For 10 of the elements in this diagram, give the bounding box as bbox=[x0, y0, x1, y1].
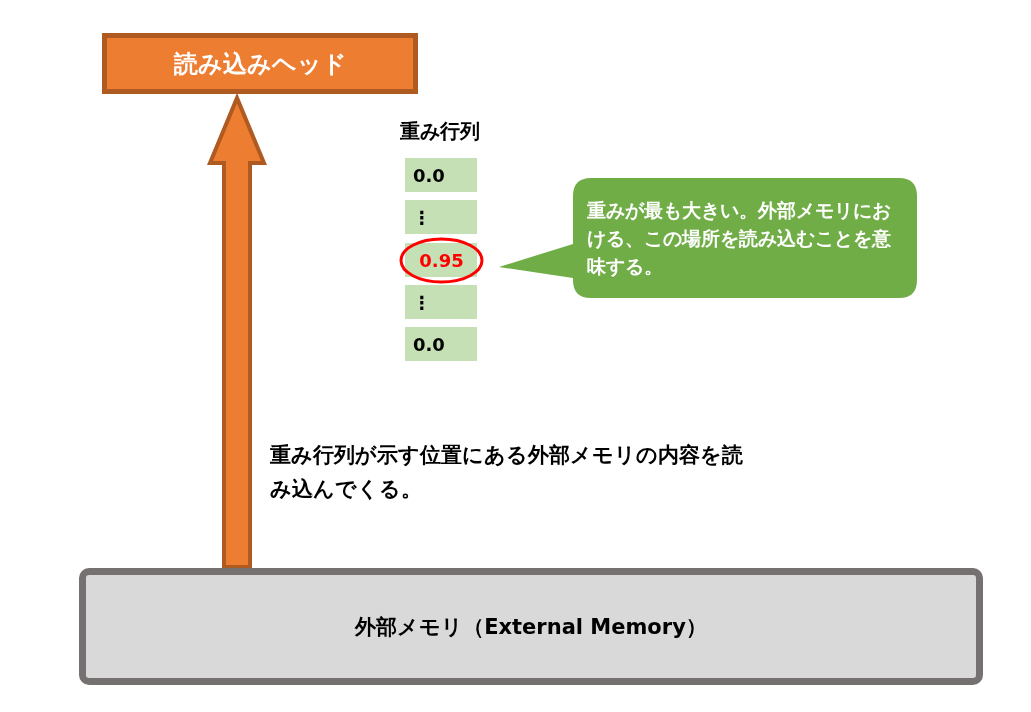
matrix-title: 重み行列 bbox=[399, 118, 481, 144]
block-arrow bbox=[207, 92, 267, 569]
weight-cell: 0.0 bbox=[405, 158, 477, 192]
weight-cell: ⋮ bbox=[405, 200, 477, 234]
highlighted-cell: 0.95 bbox=[399, 237, 484, 284]
weight-cell: 0.0 bbox=[405, 327, 477, 361]
weight-cell: ⋮ bbox=[405, 285, 477, 319]
memory-box: 外部メモリ（External Memory） bbox=[79, 568, 983, 685]
description-text: 重み行列が示す位置にある外部メモリの内容を読み込んでくる。 bbox=[270, 442, 744, 503]
read-head-box: 読み込みヘッド bbox=[102, 33, 418, 94]
